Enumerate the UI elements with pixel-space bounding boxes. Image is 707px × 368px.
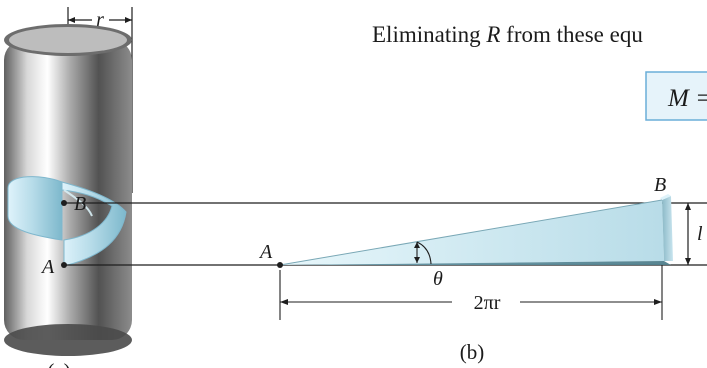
B-label-right: B <box>654 174 666 196</box>
theta-arc <box>416 241 432 265</box>
r-dimension-left-arrowhead <box>68 17 75 23</box>
l-arrow-top <box>685 203 691 210</box>
two-pi-r-right-arrowhead <box>654 299 662 305</box>
theta-label: θ <box>433 268 443 290</box>
theta-arrowhead-top <box>414 242 420 248</box>
r-label: r <box>96 9 104 31</box>
wedge-bottom-edge <box>280 261 671 265</box>
A-label-left: A <box>40 256 55 278</box>
l-arrow-bottom <box>685 258 691 265</box>
B-point-left <box>61 200 67 206</box>
equation-box <box>645 71 707 121</box>
A-point-left <box>61 262 67 268</box>
header-text: Eliminating R from these equ <box>372 22 643 47</box>
wedge-tip-top <box>660 194 671 200</box>
ribbon-highlight <box>63 189 93 217</box>
cylinder-top-highlight <box>9 27 127 53</box>
equation-box-text: M = <box>667 85 707 112</box>
caption-b: (b) <box>460 340 485 364</box>
wedge-hypotenuse <box>279 199 663 266</box>
caption-a-partial: (a) <box>47 359 70 368</box>
r-dimension-right-arrowhead <box>125 17 132 23</box>
two-pi-r-left-arrowhead <box>280 299 288 305</box>
theta-arrowhead-bottom <box>414 257 420 263</box>
wedge-tip <box>662 196 673 261</box>
A-label-right: A <box>258 241 273 263</box>
l-label: l <box>697 223 703 245</box>
A-point-right <box>277 262 283 268</box>
two-pi-r-label: 2πr <box>474 292 501 314</box>
ribbon-left-segment <box>7 176 63 241</box>
cylinder-bottom <box>4 324 132 356</box>
B-label-left: B <box>74 193 86 215</box>
